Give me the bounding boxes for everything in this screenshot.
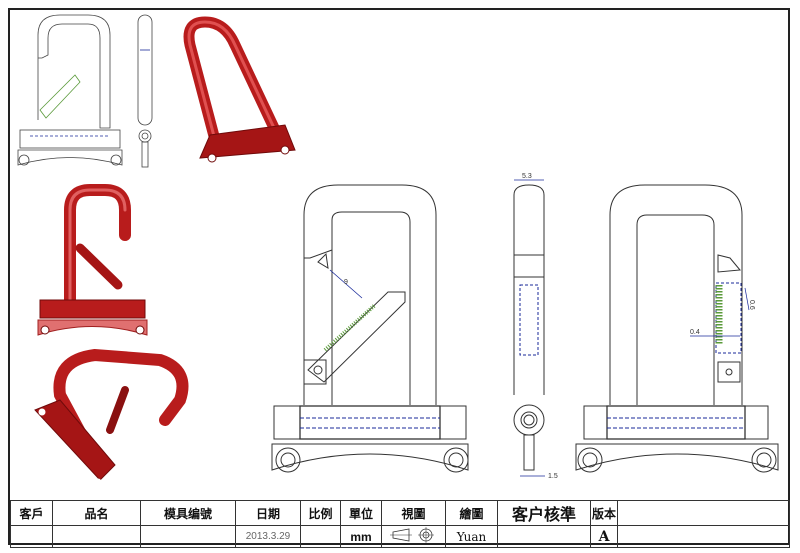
front-view (271, 184, 469, 473)
dim-spring-offset: 0.6 (748, 300, 755, 310)
value-scale (300, 525, 341, 548)
header-part-name: 品名 (52, 500, 141, 526)
technical-drawing: 9 5.3 1.5 0.4 0.6 (17, 14, 779, 486)
header-drawn-by: 繪圖 (445, 500, 498, 526)
side-view (513, 179, 545, 477)
render-iso-top (183, 16, 296, 163)
gate-lever (303, 291, 406, 385)
title-block: 客戶 品名 模具编號 日期 比例 單位 視圖 繪圖 客户核準 版本 2013.3… (10, 500, 790, 548)
value-customer-approval (497, 525, 591, 548)
value-drawn-by: Yuan (445, 525, 498, 548)
dim-spring-wire: 0.4 (690, 329, 700, 336)
dim-hook-gap: 9 (344, 279, 348, 286)
title-block-value-row: 2013.3.29 mm Yuan A (10, 525, 790, 548)
dim-side-width: 5.3 (522, 173, 532, 180)
header-customer-approval: 客户核準 (497, 500, 591, 526)
projection-symbol-icon (389, 527, 434, 543)
value-version: A (590, 525, 618, 548)
blank-cell (617, 500, 790, 526)
value-part-name (52, 525, 141, 548)
right-view (575, 184, 779, 473)
small-front-view (17, 14, 123, 166)
value-date: 2013.3.29 (235, 525, 301, 548)
dim-side-tab: 1.5 (548, 473, 558, 480)
blank-cell (617, 525, 790, 548)
header-unit: 單位 (340, 500, 382, 526)
header-scale: 比例 (300, 500, 341, 526)
render-front (37, 184, 148, 336)
small-side-view (137, 14, 153, 168)
header-view: 視圖 (381, 500, 446, 526)
value-unit: mm (340, 525, 382, 548)
title-block-header-row: 客戶 品名 模具编號 日期 比例 單位 視圖 繪圖 客户核準 版本 (10, 500, 790, 526)
header-date: 日期 (235, 500, 301, 526)
header-customer: 客戶 (10, 500, 53, 526)
render-iso-bottom (34, 348, 189, 486)
header-version: 版本 (590, 500, 618, 526)
value-view (381, 525, 446, 548)
value-customer (10, 525, 53, 548)
header-mold-no: 模具编號 (140, 500, 236, 526)
value-mold-no (140, 525, 236, 548)
